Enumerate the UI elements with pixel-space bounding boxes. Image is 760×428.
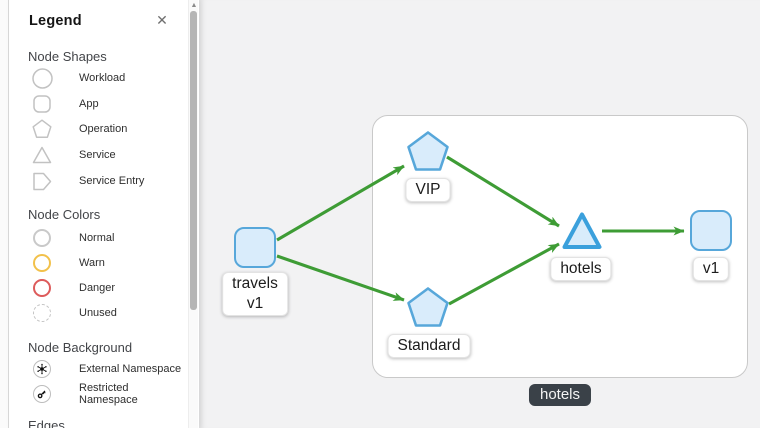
legend-item-label: Workload (79, 72, 126, 84)
legend-item-unused: Unused (9, 301, 189, 325)
external-namespace-icon (31, 358, 53, 380)
dashed-circle-ring-icon (31, 302, 53, 324)
node-v1[interactable] (690, 210, 732, 251)
close-icon[interactable]: ✕ (156, 12, 168, 28)
legend-item-app: App (9, 92, 189, 116)
label-travels-line1: travels (232, 275, 278, 292)
rounded-square-outline-icon (31, 93, 53, 115)
triangle-outline-icon (31, 144, 53, 166)
legend-item-service: Service (9, 143, 189, 167)
label-v1[interactable]: v1 (692, 257, 730, 282)
edge-travels-standard (276, 254, 405, 302)
legend-item-label: Service (79, 149, 116, 161)
edge-vip-hotels (446, 155, 560, 228)
label-standard[interactable]: Standard (387, 334, 471, 359)
scrollbar-up-icon[interactable]: ▲ (190, 2, 198, 9)
restricted-namespace-icon (31, 383, 53, 405)
legend-item-workload: Workload (9, 66, 189, 90)
legend-item-restricted-namespace: Restricted Namespace (9, 382, 189, 406)
label-hotels[interactable]: hotels (550, 257, 612, 282)
section-node-shapes: Node Shapes (28, 49, 107, 64)
legend-item-service-entry: Service Entry (9, 169, 189, 193)
pentagon-outline-icon (31, 118, 53, 140)
legend-item-label: Warn (79, 257, 105, 269)
circle-ring-icon (31, 277, 53, 299)
circle-ring-icon (31, 227, 53, 249)
legend-item-label: Operation (79, 123, 128, 135)
label-travels-v1[interactable]: travels v1 (222, 272, 288, 317)
legend-item-label: Normal (79, 232, 115, 244)
namespace-badge-hotels[interactable]: hotels (528, 384, 592, 406)
legend-title: Legend (29, 13, 82, 29)
label-travels-line2: v1 (246, 295, 264, 313)
edge-travels-vip (276, 164, 405, 242)
section-node-colors: Node Colors (28, 207, 101, 222)
edge-standard-hotels (448, 242, 560, 306)
scrollbar-thumb[interactable] (190, 11, 197, 310)
legend-item-label: Restricted Namespace (79, 382, 138, 406)
legend-item-label: External Namespace (79, 363, 182, 375)
legend-item-external-namespace: External Namespace (9, 357, 189, 381)
legend-item-operation: Operation (9, 117, 189, 141)
legend-scrollbar[interactable]: ▲ (188, 0, 198, 428)
node-standard[interactable] (406, 286, 450, 330)
graph-canvas[interactable]: travels v1 VIP Standard hotels v1 hotels (199, 0, 760, 428)
legend-item-warn: Warn (9, 251, 189, 275)
circle-outline-icon (31, 67, 53, 89)
legend-item-label: App (79, 98, 99, 110)
legend-item-normal: Normal (9, 226, 189, 250)
node-vip[interactable] (406, 130, 450, 174)
legend-item-label: Danger (79, 282, 116, 294)
section-edges: Edges (28, 418, 65, 428)
service-entry-outline-icon (31, 170, 53, 192)
legend-panel: Legend ✕ Node Shapes Workload App Operat… (8, 0, 199, 428)
legend-item-label: Service Entry (79, 175, 145, 187)
node-hotels-service[interactable] (561, 210, 603, 252)
label-vip[interactable]: VIP (405, 178, 451, 203)
node-travels-v1[interactable] (234, 227, 276, 268)
legend-item-danger: Danger (9, 276, 189, 300)
legend-item-label: Unused (79, 307, 117, 319)
circle-ring-icon (31, 252, 53, 274)
graph-edges (276, 155, 685, 306)
section-node-background: Node Background (28, 340, 133, 355)
